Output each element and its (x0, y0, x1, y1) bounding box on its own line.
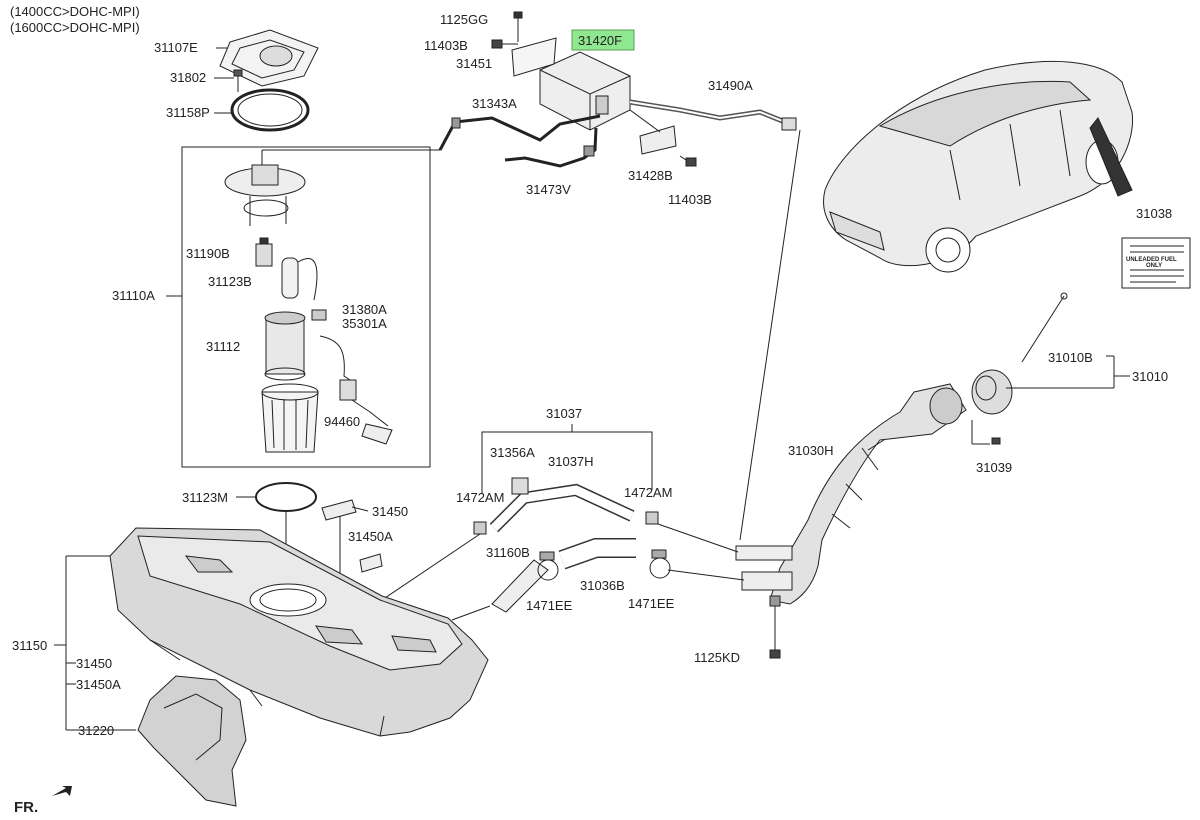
part-1472AM-left-clamp[interactable] (473, 521, 487, 535)
callout-1472AM-right[interactable]: 1472AM (624, 485, 672, 500)
callout-11403B-top[interactable]: 11403B (424, 38, 468, 53)
part-31112-pump[interactable] (264, 311, 306, 381)
callout-31158P[interactable]: 31158P (166, 105, 210, 120)
callout-11403B-mid[interactable]: 11403B (668, 192, 712, 207)
callout-31190B[interactable]: 31190B (186, 246, 230, 261)
callout-31220[interactable]: 31220 (78, 723, 114, 738)
callout-31356A[interactable]: 31356A (490, 445, 535, 460)
part-31220-heat-shield[interactable] (137, 675, 247, 807)
callout-31420F[interactable]: 31420F (578, 33, 622, 48)
callout-31123M[interactable]: 31123M (182, 490, 228, 505)
part-31039-screw[interactable] (971, 420, 1001, 445)
vent-line (739, 129, 801, 541)
callout-31110A[interactable]: 31110A (112, 288, 155, 303)
callout-31038[interactable]: 31038 (1136, 206, 1172, 221)
callout-31428B[interactable]: 31428B (628, 168, 673, 183)
part-31420F-canister[interactable] (539, 51, 631, 131)
part-1125KD-bolt[interactable] (769, 595, 781, 659)
part-31450-strap[interactable] (321, 499, 357, 521)
callout-1471EE-left[interactable]: 1471EE (526, 598, 573, 613)
part-31037H-hose[interactable] (489, 483, 635, 533)
engine-spec-1600: (1600CC>DOHC-MPI) (10, 20, 140, 35)
part-31490A-hose[interactable] (629, 99, 797, 131)
part-11403B-top-bolt[interactable] (491, 39, 518, 49)
callout-31112[interactable]: 31112 (206, 339, 240, 354)
front-direction-label: FR. (14, 799, 38, 816)
callout-31160B[interactable]: 31160B (486, 545, 530, 560)
callout-31490A[interactable]: 31490A (708, 78, 753, 93)
callout-1471EE-right[interactable]: 1471EE (628, 596, 675, 611)
callout-1125KD[interactable]: 1125KD (694, 650, 740, 665)
part-31451-bracket[interactable] (511, 37, 557, 77)
pump-assembly-frame (181, 146, 431, 468)
part-31428B-bracket[interactable] (629, 109, 677, 155)
callout-31451[interactable]: 31451 (456, 56, 492, 71)
callout-1472AM-left[interactable]: 1472AM (456, 490, 504, 505)
engine-spec-1400: (1400CC>DOHC-MPI) (10, 4, 140, 19)
filler-outlet-pipes (735, 545, 793, 591)
callout-31450-bottom[interactable]: 31450 (76, 656, 112, 671)
callout-1125GG[interactable]: 1125GG (440, 12, 488, 27)
part-31473V-tube[interactable] (504, 127, 598, 168)
part-1471EE-left-clamp[interactable] (537, 551, 559, 581)
callout-31010B[interactable]: 31010B (1048, 350, 1093, 365)
part-31802-screw[interactable] (233, 69, 243, 92)
pump-reservoir (261, 383, 319, 453)
part-31030H-filler-neck[interactable] (769, 383, 967, 605)
part-31038-sticker[interactable] (1121, 237, 1191, 289)
callout-31380A[interactable]: 31380A (342, 302, 387, 317)
part-1471EE-right-clamp[interactable] (649, 549, 671, 579)
part-31036B-hose[interactable] (558, 538, 636, 570)
callout-31420F-highlight (571, 29, 635, 51)
part-31380A-connector[interactable] (311, 309, 327, 321)
callout-labels: 31107E 31802 31158P 1125GG 11403B 31451 … (12, 12, 1177, 816)
part-31010B-strap[interactable] (1021, 292, 1068, 363)
callout-31150[interactable]: 31150 (12, 638, 47, 653)
part-31010-cap[interactable] (971, 369, 1013, 415)
part-31123M-ring[interactable] (255, 482, 317, 512)
part-31160B-pipe[interactable] (491, 559, 549, 613)
callout-31450A-top[interactable]: 31450A (348, 529, 393, 544)
part-31356A[interactable] (511, 477, 529, 495)
callout-31037[interactable]: 31037 (546, 406, 582, 421)
callout-31037H[interactable]: 31037H (548, 454, 594, 469)
callout-31802[interactable]: 31802 (170, 70, 206, 85)
hose-group-bracket (481, 424, 653, 494)
front-direction-arrow-icon (52, 786, 72, 796)
part-31343A-hose[interactable] (438, 114, 601, 151)
callout-31107E[interactable]: 31107E (154, 40, 198, 55)
part-31190B[interactable] (255, 237, 273, 267)
part-31158P-ring[interactable] (230, 88, 310, 132)
callout-31450-top[interactable]: 31450 (372, 504, 408, 519)
part-94460-sender[interactable] (319, 335, 393, 445)
sticker-line-1: UNLEADED FUEL (1126, 257, 1177, 263)
callout-31123B[interactable]: 31123B (208, 274, 252, 289)
callout-35301A[interactable]: 35301A (342, 316, 387, 331)
callout-31030H[interactable]: 31030H (788, 443, 834, 458)
callout-31450A-bottom[interactable]: 31450A (76, 677, 121, 692)
callout-94460[interactable]: 94460 (324, 414, 360, 429)
callout-31039[interactable]: 31039 (976, 460, 1012, 475)
callout-31473V[interactable]: 31473V (526, 182, 571, 197)
part-1472AM-right-clamp[interactable] (645, 511, 659, 525)
sticker-line-2: ONLY (1146, 263, 1162, 269)
part-11403B-mid-bolt[interactable] (679, 155, 697, 167)
part-1125GG-bolt[interactable] (513, 11, 523, 42)
callout-31010[interactable]: 31010 (1132, 369, 1168, 384)
part-31107E-plate[interactable] (219, 29, 319, 87)
part-31123B-filter[interactable] (281, 257, 318, 301)
callout-31036B[interactable]: 31036B (580, 578, 625, 593)
vehicle-illustration (823, 60, 1134, 273)
leader-lines-left (54, 47, 1130, 731)
part-31150-fuel-tank[interactable] (109, 527, 489, 737)
pump-flange (224, 149, 440, 226)
part-31450A-strap[interactable] (359, 553, 383, 573)
callout-31343A[interactable]: 31343A (472, 96, 517, 111)
